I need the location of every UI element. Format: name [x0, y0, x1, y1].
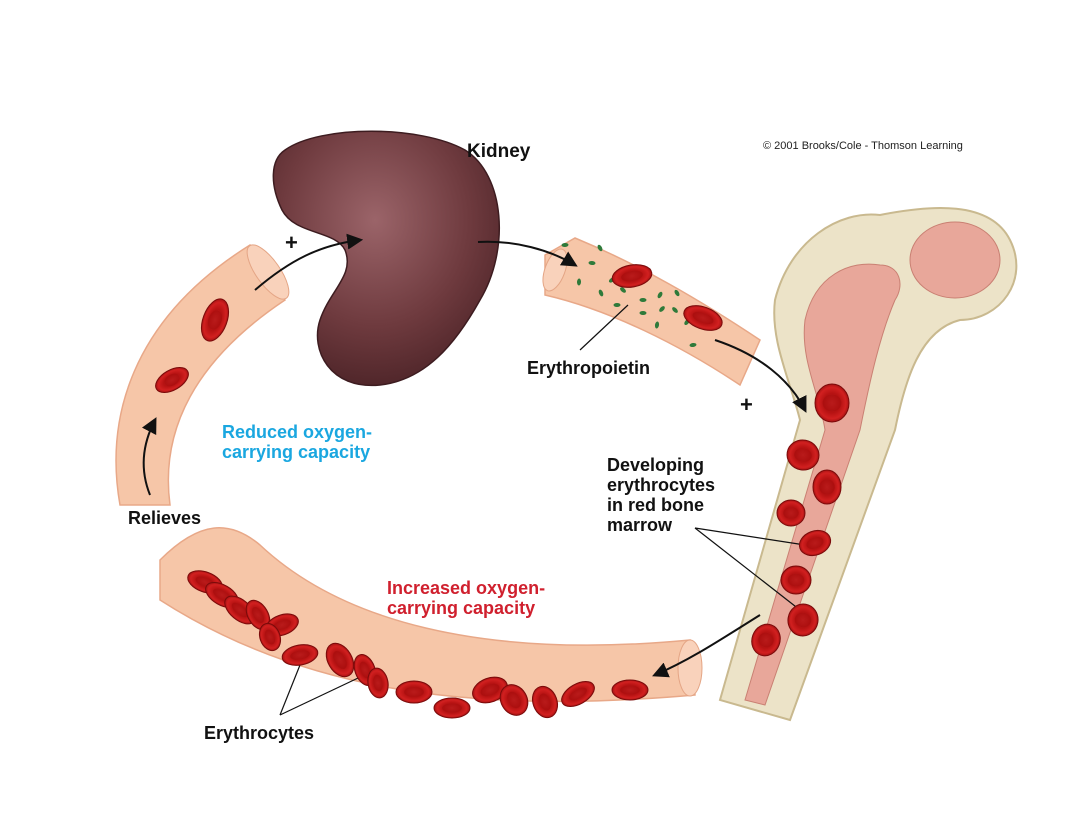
label-reduced-line2: carrying capacity	[222, 442, 370, 462]
label-increased-line1: Increased oxygen-	[387, 578, 545, 598]
arrow-relieves	[141, 417, 157, 496]
copyright-text: © 2001 Brooks/Cole - Thomson Learning	[763, 140, 963, 152]
rbc-cell	[281, 644, 319, 666]
left-vessel	[115, 243, 287, 506]
rbc-cell	[367, 667, 389, 699]
erythropoietin-dot	[659, 306, 665, 312]
bottom-vessel-opening	[677, 639, 703, 697]
rbc-cell	[814, 383, 850, 423]
rbc-cell	[786, 439, 820, 471]
rbc-cell	[200, 298, 230, 342]
rbc-cell	[155, 367, 189, 393]
left-vessel-opening	[246, 244, 290, 300]
pointer-erythrocytes-1	[279, 664, 301, 716]
label-developing-line1: Developing	[607, 455, 704, 475]
label-increased-line2: carrying capacity	[387, 598, 535, 618]
erythropoietin-dot	[561, 242, 569, 248]
pointer-erythropoietin	[579, 304, 629, 351]
erythropoietin-dot	[576, 278, 582, 286]
erythropoietin-dot	[613, 302, 621, 308]
rbc-cell	[325, 642, 355, 678]
erythropoietin-dot	[654, 321, 660, 329]
rbc-cell	[611, 679, 649, 701]
arrow-vessel-to-bone	[714, 339, 807, 413]
rbc-cell	[561, 681, 595, 707]
rbc-cell	[798, 529, 832, 557]
rbc-cell	[780, 565, 812, 595]
bone-head-marrow	[909, 221, 1001, 299]
erythropoietin-dot	[689, 342, 697, 348]
pointer-marrow-1	[694, 527, 806, 546]
rbc-cell	[499, 684, 529, 716]
erythropoietin-dot	[639, 310, 647, 316]
label-developing-line3: in red bone	[607, 495, 704, 515]
pointer-marrow-2	[694, 527, 801, 611]
rbc-cell	[683, 305, 723, 331]
red-blood-cells	[155, 264, 850, 719]
label-kidney: Kidney	[467, 141, 531, 162]
rbc-cell	[395, 680, 433, 704]
label-developing-line2: erythrocytes	[607, 475, 715, 495]
rbc-cell	[531, 685, 559, 719]
arrow-bone-to-vessel	[652, 614, 761, 678]
rbc-cell	[751, 623, 781, 657]
arrow-to-kidney	[254, 233, 364, 291]
rbc-cell	[472, 676, 508, 704]
erythropoietin-dot	[588, 260, 596, 266]
epo-vessel	[544, 237, 761, 387]
rbc-cell	[812, 469, 842, 505]
plus-sign-bone: +	[740, 392, 753, 417]
label-reduced-line1: Reduced oxygen-	[222, 422, 372, 442]
rbc-cell	[433, 697, 471, 719]
kidney-shape	[272, 130, 501, 387]
label-erythropoietin: Erythropoietin	[527, 358, 650, 378]
erythropoietin-dot	[674, 289, 680, 297]
plus-sign-kidney: +	[285, 230, 298, 255]
erythropoietin-dot	[639, 297, 647, 303]
arrow-kidney-to-vessel	[477, 240, 578, 267]
erythropoietin-dot	[598, 289, 604, 297]
erythropoietin-dot	[657, 291, 663, 299]
rbc-cell	[258, 622, 282, 652]
label-developing-line4: marrow	[607, 515, 673, 535]
label-erythrocytes: Erythrocytes	[204, 723, 314, 743]
erythropoietin-dot	[672, 307, 678, 313]
rbc-cell	[611, 264, 653, 288]
rbc-cell	[776, 499, 806, 527]
erythropoietin-dot	[597, 244, 603, 252]
rbc-cell	[787, 603, 819, 637]
label-relieves: Relieves	[128, 508, 201, 528]
erythropoietin-dot	[620, 287, 626, 293]
